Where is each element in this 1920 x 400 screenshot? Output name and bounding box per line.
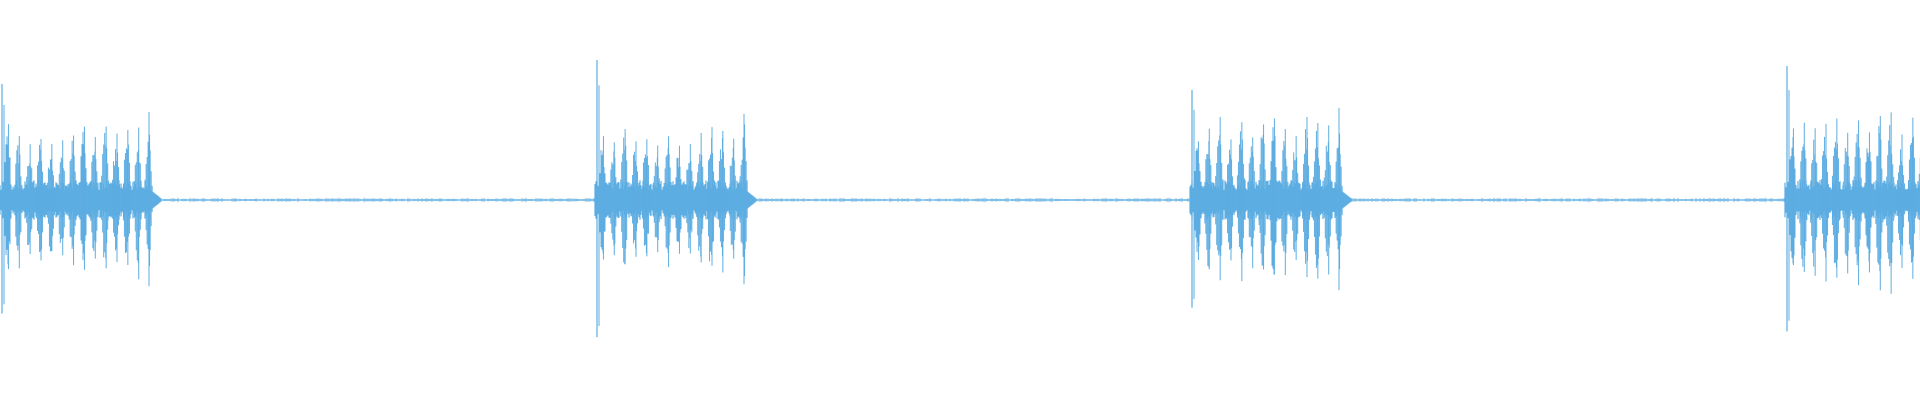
waveform-layer: [0, 60, 1920, 338]
waveform-burst: [1784, 66, 1920, 332]
waveform-burst: [594, 60, 757, 338]
waveform-burst: [0, 84, 162, 314]
waveform-burst: [1189, 90, 1352, 308]
